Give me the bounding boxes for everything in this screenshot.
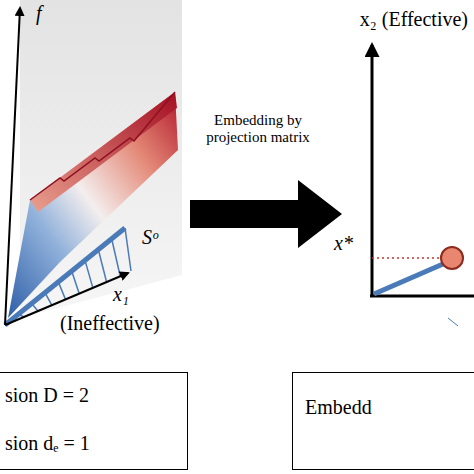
axis-label: f [36, 2, 42, 25]
dotted-guide [372, 257, 440, 259]
axis-label: x₂ (Effective) [360, 8, 468, 31]
axis-label: x₁ [113, 283, 129, 306]
horizontal-axis [370, 295, 474, 298]
hatch-line [58, 282, 65, 300]
hatch-line [85, 260, 93, 288]
surface-ridge [30, 92, 177, 212]
axis-note: (Ineffective) [60, 312, 160, 335]
hatch-line [112, 239, 121, 277]
box-text: Embedd [305, 395, 471, 419]
box-text: sion dₑ = 1 [5, 431, 177, 455]
hatch-line [98, 250, 106, 283]
hatch-line [125, 228, 131, 271]
tick-mark [448, 318, 458, 326]
f-axis [5, 8, 20, 325]
arrow-label: Embedding by projection matrix [183, 112, 333, 147]
ridge-edge [30, 92, 175, 200]
block-arrow [190, 180, 342, 248]
optimum-point [441, 247, 463, 269]
embedded-line [374, 264, 443, 294]
info-box: sion D = 2 sion dₑ = 1 [0, 372, 188, 470]
subspace-line [5, 228, 125, 325]
region-label: Sᵒ [142, 226, 158, 249]
box-text: sion D = 2 [5, 383, 177, 407]
hatch-line [72, 271, 80, 294]
surface [8, 92, 178, 318]
info-box: Embedd [292, 372, 474, 470]
point-label: x* [334, 232, 353, 255]
hatching [18, 228, 131, 317]
